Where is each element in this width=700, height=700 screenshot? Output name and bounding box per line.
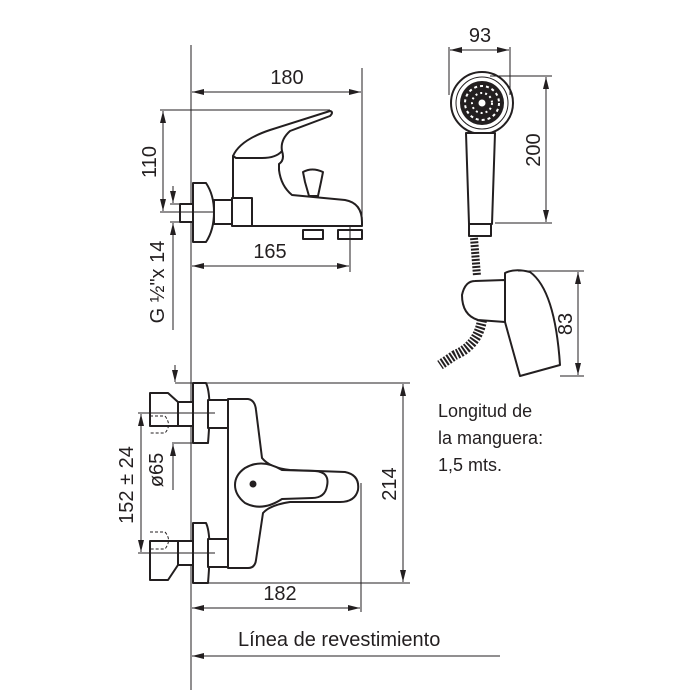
dim-center-distance: 152 ± 24 <box>116 446 138 524</box>
dim-flange-diameter: ø65 <box>146 453 168 487</box>
dim-holder-height: 83 <box>555 313 577 335</box>
dim-shower-width: 93 <box>469 25 491 47</box>
hand-shower <box>437 71 561 377</box>
hose-note-line1: Longitud de <box>438 401 532 421</box>
dim-top-width: 180 <box>270 67 303 89</box>
dim-shower-length: 200 <box>523 133 545 166</box>
dim-front-depth: 182 <box>263 583 296 605</box>
dim-front-height: 214 <box>379 467 401 500</box>
hose-note-line3: 1,5 mts. <box>438 455 502 475</box>
dim-thread: G ½"x 14 <box>147 241 169 324</box>
dim-spout-length: 165 <box>253 241 286 263</box>
wall-label: Línea de revestimiento <box>238 629 440 651</box>
hose-note-line2: la manguera: <box>438 428 543 448</box>
faucet-top-view <box>179 110 363 243</box>
dim-top-height: 110 <box>139 146 161 178</box>
faucet-front-view <box>149 382 360 584</box>
